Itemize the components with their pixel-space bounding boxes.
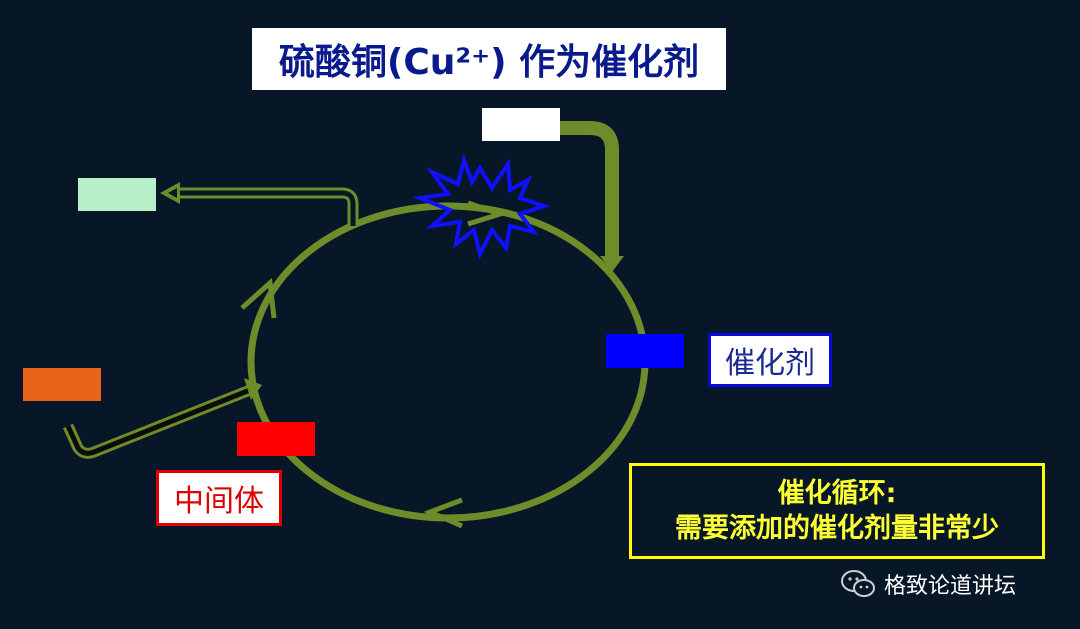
reactant-arrow-head: [244, 378, 262, 400]
cycle-arrow-left: [240, 277, 277, 319]
input-box: [482, 108, 560, 141]
cycle-ring: [247, 202, 649, 522]
product-box: [78, 178, 156, 211]
wechat-icon: [841, 570, 875, 597]
reactant-arrow-inner: [65, 387, 251, 456]
watermark-text: 格致论道讲坛: [884, 574, 1017, 599]
reaction-burst-icon: [412, 153, 551, 260]
cycle-arrow-top: [467, 200, 509, 227]
watermark: 格致论道讲坛: [840, 568, 1016, 600]
product-arrow-head-inner: [168, 188, 177, 198]
input-arrow-head: [600, 256, 624, 272]
intermediate-label: 中间体: [156, 470, 282, 526]
product-arrow: [178, 187, 359, 226]
catalyst-label: 催化剂: [708, 333, 832, 387]
intermediate-box: [237, 422, 315, 456]
cycle-note-text: 需要添加的催化剂量非常少: [675, 513, 999, 544]
page-title: 硫酸铜(Cu²⁺) 作为催化剂: [252, 28, 726, 90]
reactant-box: [23, 368, 101, 401]
catalytic-cycle-note: 催化循环: 需要添加的催化剂量非常少: [629, 463, 1045, 559]
product-arrow-inner: [178, 190, 356, 226]
catalyst-box: [606, 334, 684, 368]
cycle-arrow-bottom: [423, 497, 464, 529]
cycle-note-heading: 催化循环:: [777, 477, 897, 509]
input-arrow: [560, 121, 619, 258]
